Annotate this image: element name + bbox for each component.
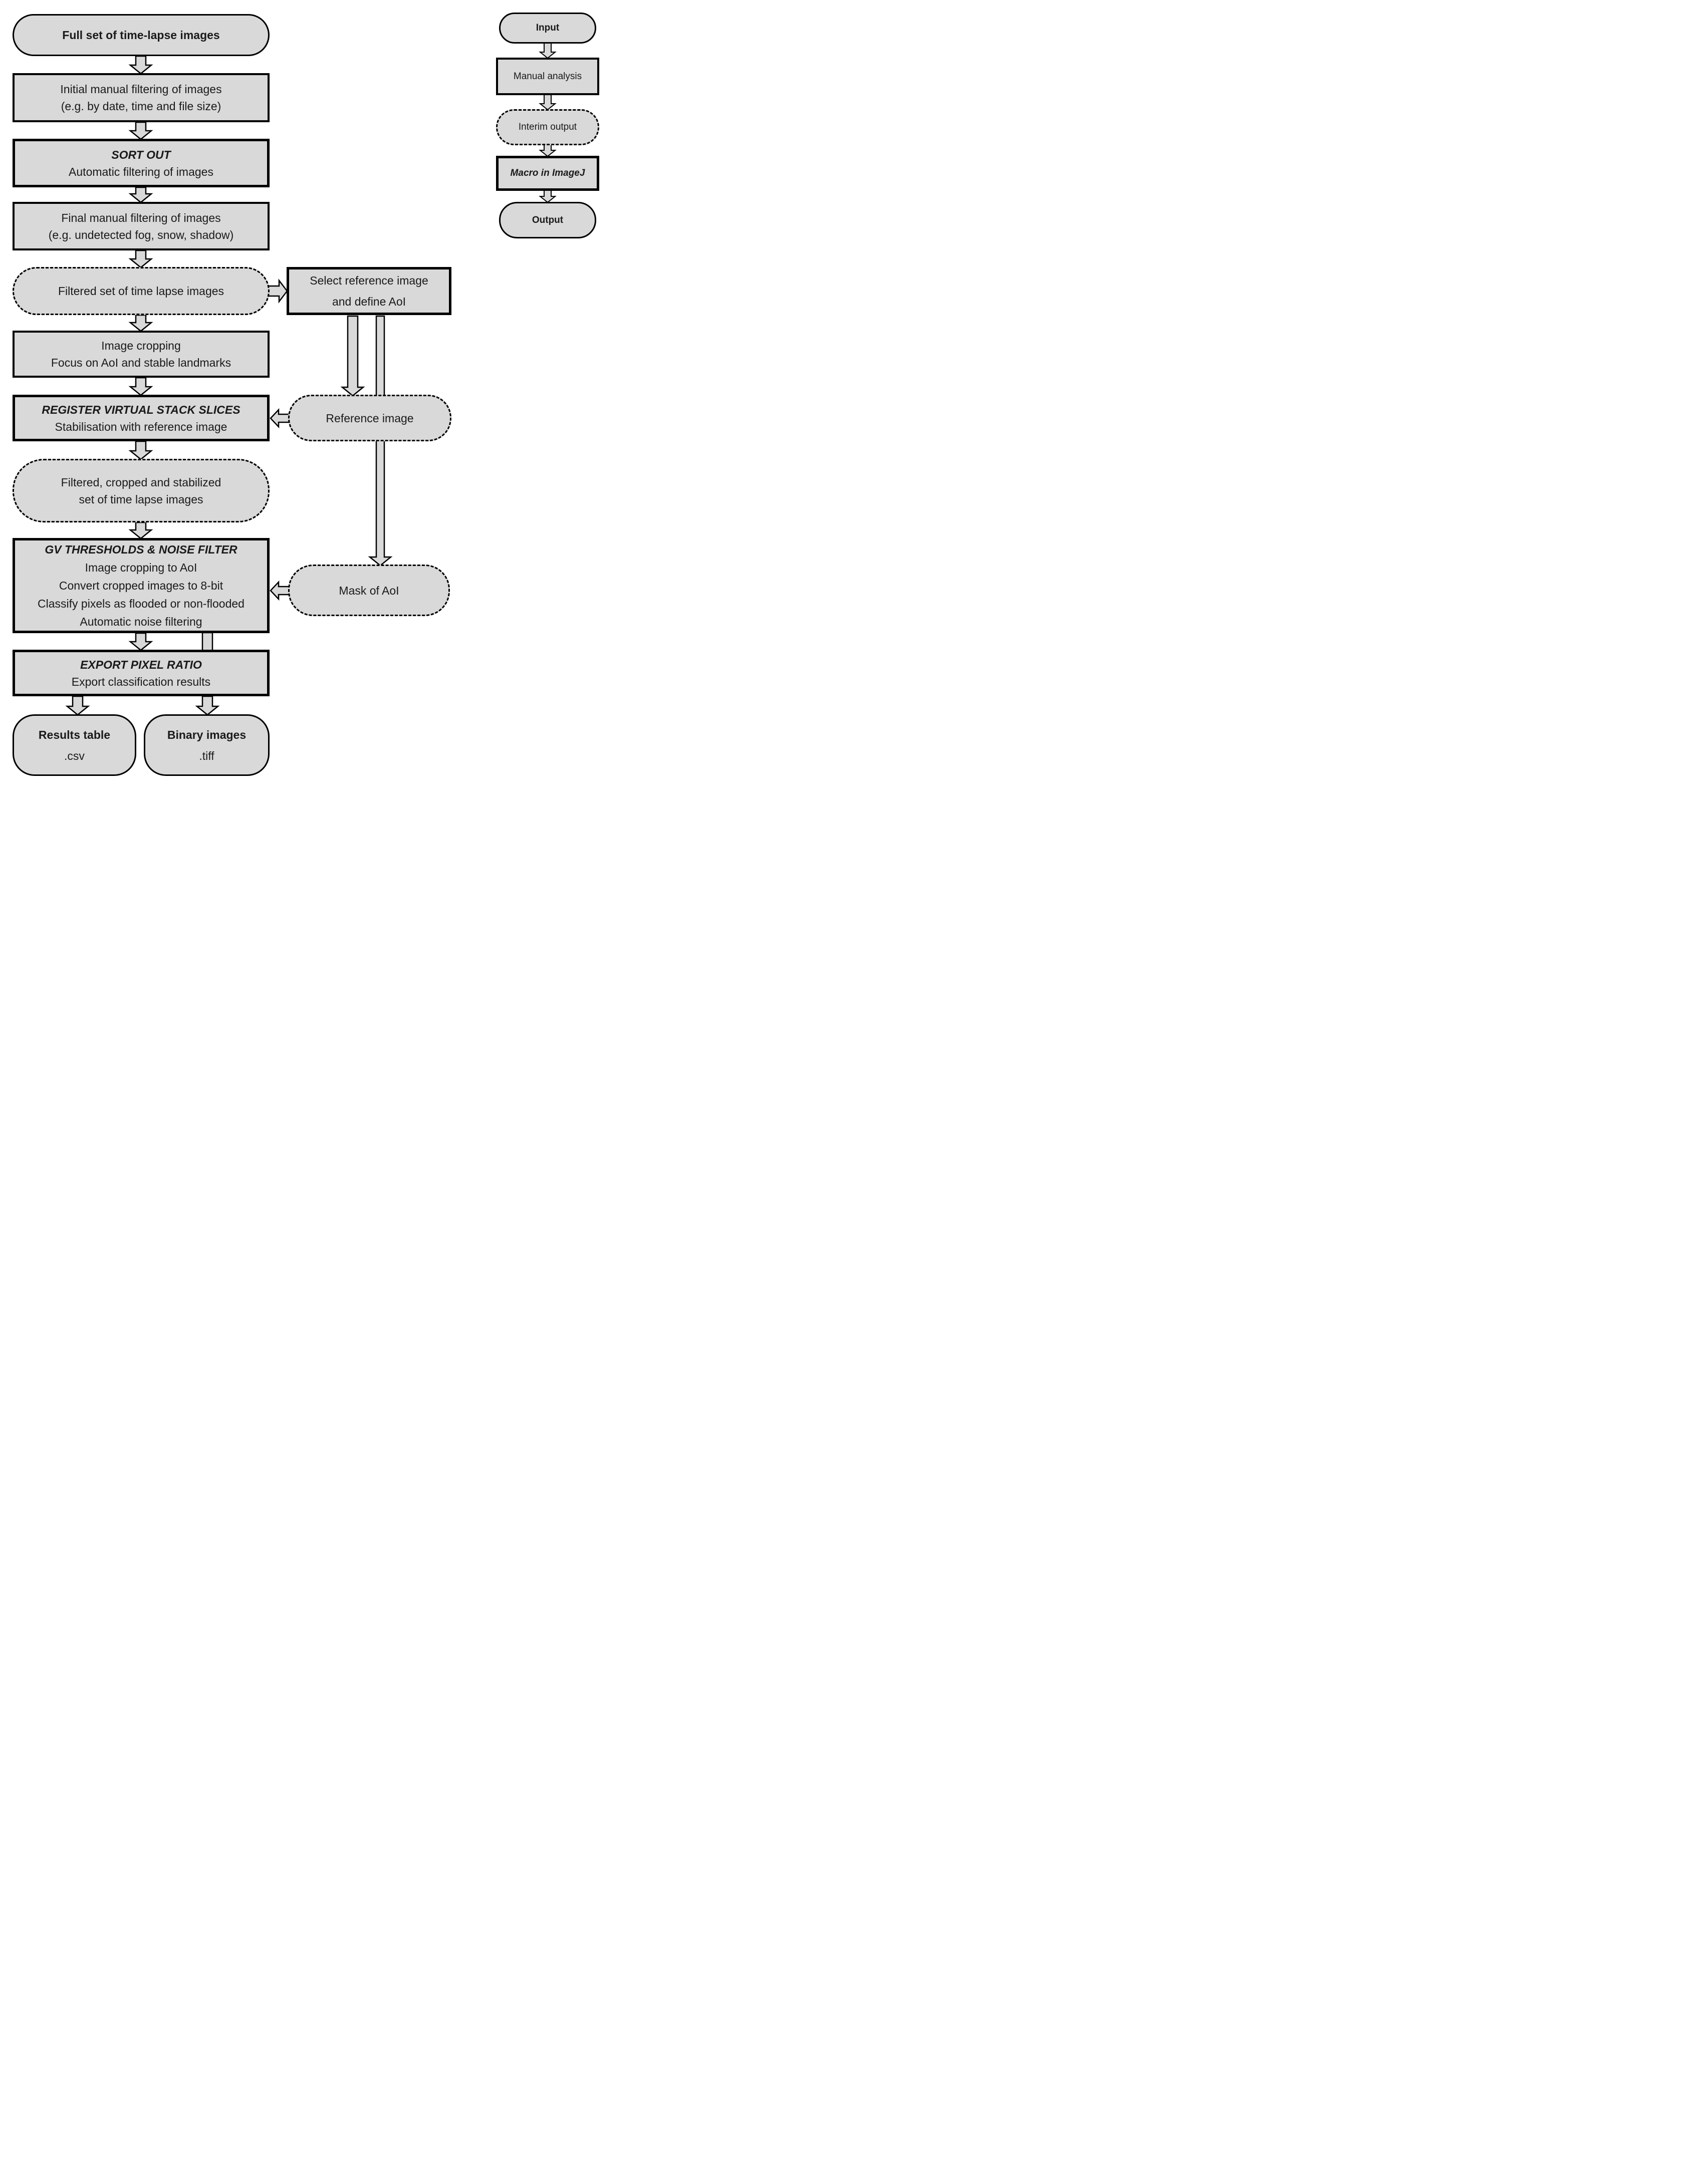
- legend-label: Macro in ImageJ: [510, 168, 585, 178]
- arrow-reference-to-register: [270, 408, 290, 429]
- arrow-sortout-to-final: [128, 186, 153, 203]
- node-label: Automatic noise filtering: [80, 615, 202, 628]
- node-image-cropping: Image cropping Focus on AoI and stable l…: [13, 331, 270, 378]
- flow-connectors: [65, 42, 557, 716]
- node-label: Classify pixels as flooded or non-floode…: [38, 597, 245, 610]
- node-export-pixel-ratio: EXPORT PIXEL RATIO Export classification…: [13, 650, 270, 696]
- arrow-filteredcropped-to-gv: [128, 521, 153, 539]
- node-full-set: Full set of time-lapse images: [13, 14, 270, 56]
- arrow-macro-to-output: [539, 189, 557, 203]
- node-filtered-cropped: Filtered, cropped and stabilized set of …: [13, 459, 270, 522]
- node-label: Export classification results: [71, 675, 211, 688]
- arrow-register-to-filteredcropped: [128, 440, 153, 460]
- node-label: Full set of time-lapse images: [62, 29, 220, 42]
- node-title: EXPORT PIXEL RATIO: [80, 658, 202, 671]
- arrow-export-to-binary: [195, 695, 220, 716]
- node-binary-images: Binary images .tiff: [144, 714, 270, 776]
- node-reference-image: Reference image: [288, 395, 451, 441]
- legend-label: Output: [532, 214, 564, 225]
- node-gv-thresholds: GV THRESHOLDS & NOISE FILTER Image cropp…: [13, 538, 270, 633]
- node-label: and define AoI: [332, 295, 406, 308]
- node-select-reference: Select reference image and define AoI: [287, 267, 451, 315]
- node-label: Focus on AoI and stable landmarks: [51, 356, 231, 369]
- node-final-filtering: Final manual filtering of images (e.g. u…: [13, 202, 270, 250]
- legend-interim-output: Interim output: [496, 109, 599, 145]
- node-label: Mask of AoI: [339, 584, 399, 597]
- legend-macro-imagej: Macro in ImageJ: [496, 156, 599, 191]
- node-initial-filtering: Initial manual filtering of images (e.g.…: [13, 73, 270, 122]
- node-label: Convert cropped images to 8-bit: [59, 579, 223, 592]
- node-title: GV THRESHOLDS & NOISE FILTER: [45, 543, 237, 556]
- legend-label: Input: [536, 23, 560, 33]
- arrow-filteredset-to-cropping: [128, 314, 153, 332]
- file-extension: .tiff: [199, 749, 214, 762]
- arrow-mask-to-gv: [270, 580, 290, 601]
- node-sort-out: SORT OUT Automatic filtering of images: [13, 139, 270, 187]
- node-label: Initial manual filtering of images: [60, 83, 222, 96]
- node-title: REGISTER VIRTUAL STACK SLICES: [42, 403, 240, 416]
- node-label: Select reference image: [310, 274, 428, 287]
- arrow-filteredset-to-select: [268, 279, 288, 304]
- arrow-interim-to-macro: [539, 144, 557, 157]
- node-label: Reference image: [326, 411, 414, 425]
- legend-output: Output: [499, 202, 596, 238]
- node-label: set of time lapse images: [79, 492, 203, 506]
- legend-input: Input: [499, 13, 596, 44]
- node-title: SORT OUT: [111, 148, 171, 161]
- connector-select-to-reference: [340, 315, 365, 397]
- arrow-gv-to-export: [128, 632, 153, 651]
- node-mask-of-aoi: Mask of AoI: [288, 565, 450, 616]
- flowchart-canvas: Full set of time-lapse images Initial ma…: [0, 0, 606, 780]
- arrow-manual-to-interim: [539, 94, 557, 111]
- arrow-initial-to-sortout: [128, 121, 153, 140]
- arrow-final-to-filteredset: [128, 249, 153, 268]
- legend-manual-analysis: Manual analysis: [496, 58, 599, 95]
- file-extension: .csv: [64, 749, 85, 762]
- node-label: Final manual filtering of images: [61, 211, 221, 224]
- node-label: Image cropping to AoI: [85, 561, 197, 574]
- node-label: Filtered set of time lapse images: [58, 285, 224, 298]
- node-label: (e.g. by date, time and file size): [61, 100, 221, 113]
- arrow-fullset-to-initial: [128, 55, 153, 75]
- node-label: Automatic filtering of images: [69, 165, 213, 178]
- node-label: Filtered, cropped and stabilized: [61, 475, 221, 489]
- connector-gv-to-export-band: [201, 632, 213, 652]
- node-results-table: Results table .csv: [13, 714, 136, 776]
- legend-label: Interim output: [518, 122, 577, 132]
- arrow-export-to-results: [65, 695, 90, 716]
- node-label: Stabilisation with reference image: [55, 420, 227, 433]
- node-title: Binary images: [167, 728, 247, 741]
- node-label: (e.g. undetected fog, snow, shadow): [48, 228, 234, 241]
- legend-label: Manual analysis: [513, 71, 582, 82]
- arrow-cropping-to-register: [128, 377, 153, 396]
- node-title: Results table: [38, 728, 111, 741]
- node-filtered-set: Filtered set of time lapse images: [13, 267, 270, 315]
- arrow-input-to-manual: [539, 42, 557, 59]
- node-register-stack: REGISTER VIRTUAL STACK SLICES Stabilisat…: [13, 395, 270, 441]
- node-label: Image cropping: [101, 339, 181, 352]
